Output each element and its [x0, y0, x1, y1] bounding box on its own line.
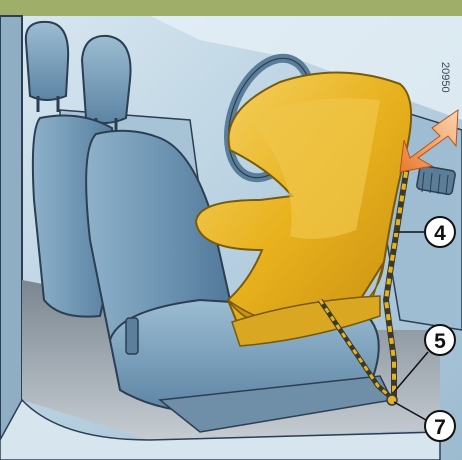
door-frame: [0, 16, 22, 460]
top-band: [0, 0, 462, 16]
belt-buckle-stalk: [126, 318, 138, 354]
svg-text:4: 4: [434, 222, 446, 245]
svg-text:5: 5: [434, 330, 446, 353]
headrest-rear: [26, 22, 68, 100]
reference-code: 20950: [439, 62, 451, 93]
headrest-front: [82, 36, 131, 123]
svg-text:7: 7: [434, 416, 446, 439]
